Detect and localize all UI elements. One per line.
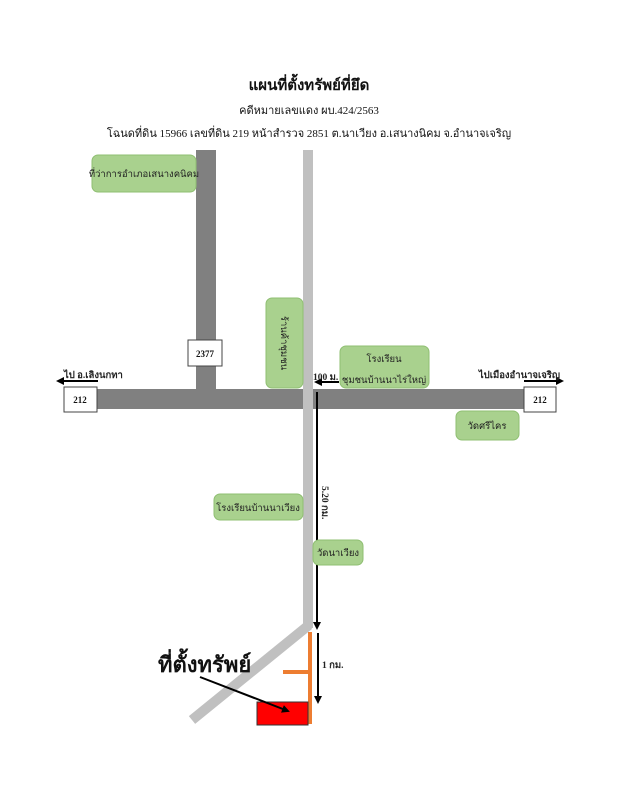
deed-info: โฉนดที่ดิน 15966 เลขที่ดิน 219 หน้าสำรวจ… — [107, 125, 511, 140]
wat-naweang-label: วัดนาเวียง — [317, 547, 359, 559]
direction-right-label: ไปเมืองอำนาจเจริญ — [478, 369, 560, 381]
route-212-left-sign: 212 — [63, 386, 98, 413]
minor-road-diagonal — [188, 621, 313, 724]
distance-1km: 1 กม. — [322, 661, 344, 671]
school-nasai-label-2: ชุมชนบ้านนาไร่ใหญ่ — [342, 374, 426, 386]
route-212-left-label: 212 — [73, 395, 87, 405]
case-number: คดีหมายเลขแดง ผบ.424/2563 — [239, 104, 379, 117]
community-shop-label: ร้านค้าชุมชน — [278, 316, 289, 371]
distance-100m: 100 ม. — [313, 373, 338, 383]
district-office-label: ที่ว่าการอำเภอเสนางคนิคม — [89, 167, 199, 180]
distance-5-20km: 5.20 กม. — [319, 486, 329, 519]
landmark-district-office: ที่ว่าการอำเภอเสนางคนิคม — [89, 154, 199, 193]
landmark-school-naweang: โรงเรียนบ้านนาเวียง — [213, 493, 304, 521]
school-nasai-label-1: โรงเรียน — [366, 353, 402, 365]
route-2377-label: 2377 — [196, 349, 215, 359]
road-2377 — [196, 150, 216, 395]
route-212-right-label: 212 — [533, 395, 547, 405]
landmark-wat-srikrai: วัดศรีไคร — [455, 410, 520, 441]
landmark-wat-naweang: วัดนาเวียง — [312, 539, 364, 566]
route-212-right-sign: 212 — [523, 386, 557, 413]
property-plot — [256, 701, 309, 726]
minor-road-north-south — [303, 150, 313, 628]
route-2377-sign: 2377 — [187, 339, 223, 367]
map-title: แผนที่ตั้งทรัพย์ที่ยึด — [249, 73, 370, 94]
property-pointer-arrow — [199, 676, 290, 713]
property-label: ที่ตั้งทรัพย์ — [158, 648, 251, 677]
school-naweang-label: โรงเรียนบ้านนาเวียง — [216, 502, 300, 514]
direction-left-label: ไป อ.เลิงนกทา — [63, 369, 123, 381]
wat-srikrai-label: วัดศรีไคร — [468, 420, 507, 432]
landmark-school-nasai: โรงเรียน ชุมชนบ้านนาไร่ใหญ่ — [339, 345, 430, 389]
landmark-community-shop: ร้านค้าชุมชน — [265, 297, 304, 389]
